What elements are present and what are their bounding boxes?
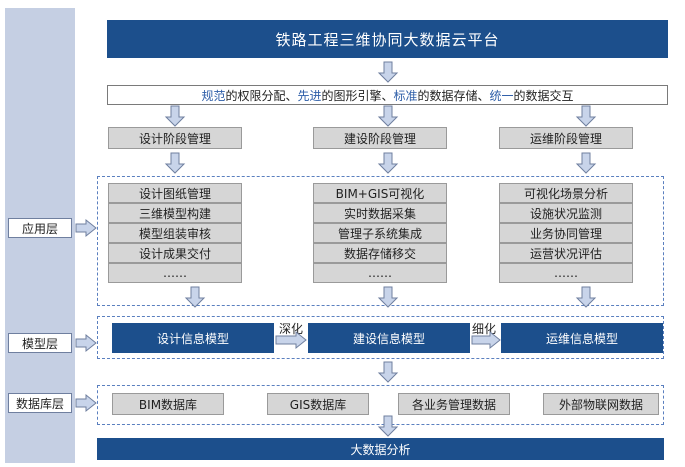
down-arrow-icon	[377, 61, 399, 83]
operation-info-model: 运维信息模型	[501, 323, 663, 353]
gis-database: GIS数据库	[267, 393, 369, 415]
business-management-data: 各业务管理数据	[398, 393, 510, 415]
principle-2-text: 的图形引擎、	[321, 88, 394, 103]
external-iot-data: 外部物联网数据	[543, 393, 659, 415]
bim-database: BIM数据库	[112, 393, 224, 415]
down-arrow-icon	[575, 286, 597, 308]
right-arrow-icon	[75, 333, 97, 353]
principles-banner: 规范的权限分配、先进的图形引擎、标准的数据存储、统一的数据交互	[107, 85, 668, 105]
construction-function-item: 实时数据采集	[313, 203, 447, 223]
layer-label-model: 模型层	[8, 333, 72, 353]
construction-function-item: 管理子系统集成	[313, 223, 447, 243]
operation-function-item: 设施状况监测	[499, 203, 633, 223]
down-arrow-icon	[575, 152, 597, 174]
down-arrow-icon	[164, 152, 186, 174]
construction-function-item: 数据存储移交	[313, 243, 447, 263]
design-function-item: 三维模型构建	[108, 203, 242, 223]
principle-3-text: 的数据存储、	[417, 88, 490, 103]
layer-label-database: 数据库层	[8, 393, 72, 413]
down-arrow-icon	[377, 286, 399, 308]
down-arrow-icon	[377, 152, 399, 174]
operation-function-item: 可视化场景分析	[499, 183, 633, 203]
design-function-more: ……	[108, 263, 242, 283]
down-arrow-icon	[377, 105, 399, 127]
principle-1-text: 的权限分配、	[225, 88, 298, 103]
construction-info-model: 建设信息模型	[308, 323, 470, 353]
right-arrow-icon	[75, 218, 97, 238]
layer-label-application: 应用层	[8, 218, 72, 238]
down-arrow-icon	[377, 415, 399, 437]
design-function-item: 设计成果交付	[108, 243, 242, 263]
design-info-model: 设计信息模型	[112, 323, 274, 353]
database-layer-container	[97, 385, 664, 425]
construction-function-item: BIM+GIS可视化	[313, 183, 447, 203]
stage-construction: 建设阶段管理	[313, 127, 447, 149]
principle-2-keyword: 先进	[297, 88, 322, 103]
construction-function-more: ……	[313, 263, 447, 283]
down-arrow-icon	[377, 361, 399, 383]
operation-function-more: ……	[499, 263, 633, 283]
stage-design: 设计阶段管理	[108, 127, 242, 149]
platform-title: 铁路工程三维协同大数据云平台	[107, 20, 668, 58]
operation-function-item: 运营状况评估	[499, 243, 633, 263]
right-arrow-icon	[471, 330, 501, 350]
stage-operation: 运维阶段管理	[499, 127, 633, 149]
model-layer-container	[97, 316, 664, 359]
right-arrow-icon	[75, 393, 97, 413]
principle-4-keyword: 统一	[489, 88, 514, 103]
principle-3-keyword: 标准	[393, 88, 418, 103]
design-function-item: 模型组装审核	[108, 223, 242, 243]
right-arrow-icon	[275, 330, 307, 350]
big-data-analysis: 大数据分析	[97, 438, 664, 460]
principle-1-keyword: 规范	[201, 88, 226, 103]
down-arrow-icon	[575, 105, 597, 127]
design-function-item: 设计图纸管理	[108, 183, 242, 203]
down-arrow-icon	[164, 105, 186, 127]
down-arrow-icon	[184, 286, 206, 308]
principle-4-text: 的数据交互	[513, 88, 574, 103]
operation-function-item: 业务协同管理	[499, 223, 633, 243]
application-layer-container	[97, 176, 664, 306]
